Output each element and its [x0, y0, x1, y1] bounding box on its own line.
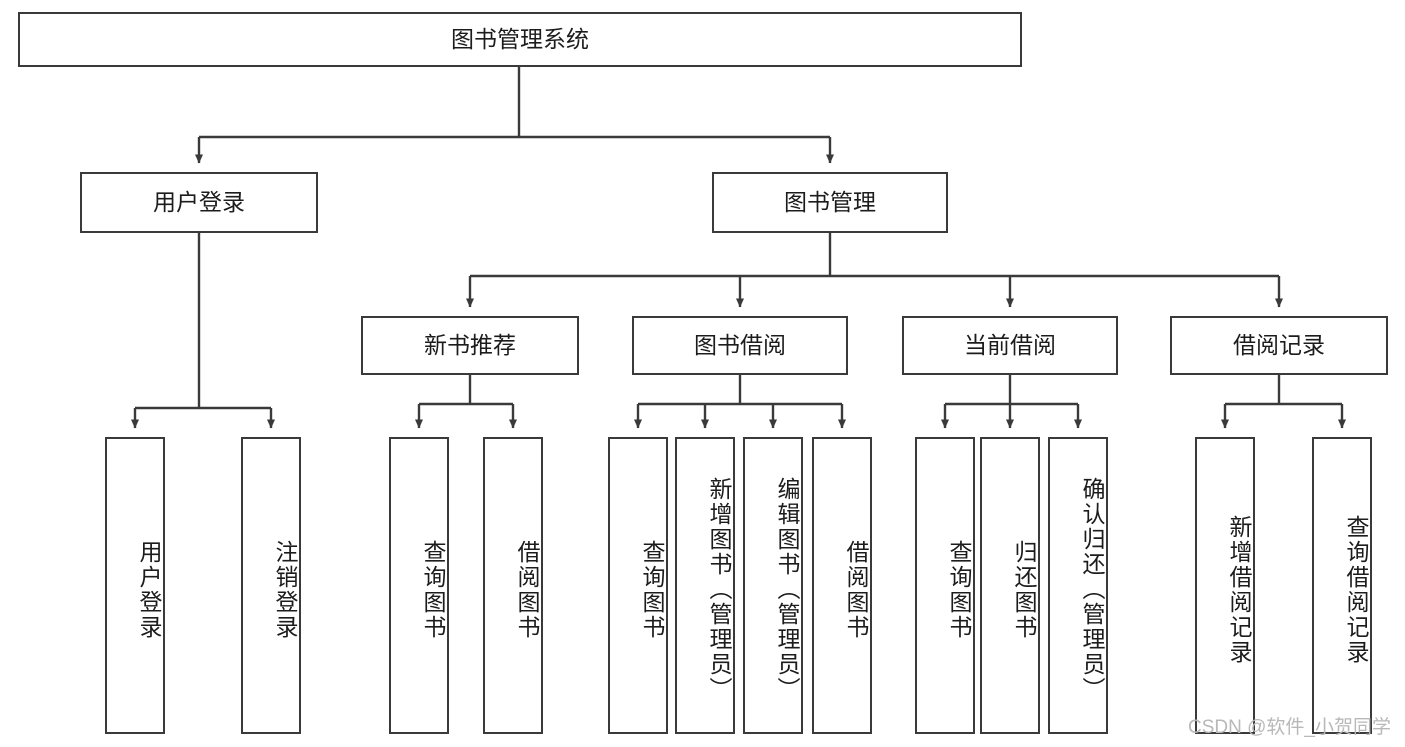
node-user-login-label: 用户登录	[153, 188, 245, 215]
node-leaf-confirm-return-admin-label: 确认归还（管理员）	[1079, 477, 1105, 702]
node-root-system-label: 图书管理系统	[451, 25, 589, 52]
node-leaf-borrow-book-2-label: 借阅图书	[843, 539, 869, 640]
node-current-borrow[interactable]: 当前借阅	[902, 316, 1118, 375]
node-current-borrow-label: 当前借阅	[964, 331, 1056, 358]
node-leaf-return-book-label: 归还图书	[1011, 539, 1037, 640]
node-leaf-query-book-1-label: 查询图书	[420, 539, 446, 640]
node-leaf-logout-login[interactable]: 注销登录	[241, 437, 301, 734]
node-new-book-recommend-label: 新书推荐	[424, 331, 516, 358]
node-leaf-borrow-book-1[interactable]: 借阅图书	[483, 437, 543, 734]
node-leaf-add-borrow-record[interactable]: 新增借阅记录	[1195, 437, 1255, 734]
node-leaf-query-borrow-record-label: 查询借阅记录	[1343, 514, 1369, 665]
node-leaf-logout-login-label: 注销登录	[272, 539, 298, 640]
node-leaf-user-login[interactable]: 用户登录	[105, 437, 165, 734]
node-book-management[interactable]: 图书管理	[712, 172, 948, 233]
node-leaf-query-book-2[interactable]: 查询图书	[608, 437, 668, 734]
node-book-management-label: 图书管理	[784, 188, 876, 215]
node-borrow-record[interactable]: 借阅记录	[1170, 316, 1388, 375]
watermark-credit: CSDN @软件_小贺同学	[1188, 717, 1391, 738]
node-leaf-query-borrow-record[interactable]: 查询借阅记录	[1312, 437, 1372, 734]
node-borrow-record-label: 借阅记录	[1233, 331, 1325, 358]
node-leaf-user-login-label: 用户登录	[136, 539, 162, 640]
node-book-borrow-label: 图书借阅	[694, 331, 786, 358]
node-leaf-edit-book-admin-label: 编辑图书（管理员）	[774, 477, 800, 702]
node-leaf-add-book-admin-label: 新增图书（管理员）	[706, 477, 732, 702]
node-leaf-query-book-3[interactable]: 查询图书	[915, 437, 975, 734]
node-leaf-confirm-return-admin[interactable]: 确认归还（管理员）	[1048, 437, 1108, 734]
node-leaf-query-book-3-label: 查询图书	[946, 539, 972, 640]
node-leaf-query-book-1[interactable]: 查询图书	[389, 437, 449, 734]
node-leaf-borrow-book-2[interactable]: 借阅图书	[812, 437, 872, 734]
node-leaf-add-book-admin[interactable]: 新增图书（管理员）	[675, 437, 735, 734]
node-user-login[interactable]: 用户登录	[80, 172, 318, 233]
node-leaf-return-book[interactable]: 归还图书	[980, 437, 1040, 734]
node-new-book-recommend[interactable]: 新书推荐	[361, 316, 579, 375]
node-leaf-edit-book-admin[interactable]: 编辑图书（管理员）	[743, 437, 803, 734]
node-leaf-add-borrow-record-label: 新增借阅记录	[1226, 514, 1252, 665]
node-root-system[interactable]: 图书管理系统	[18, 12, 1022, 67]
node-leaf-borrow-book-1-label: 借阅图书	[514, 539, 540, 640]
node-leaf-query-book-2-label: 查询图书	[639, 539, 665, 640]
node-book-borrow[interactable]: 图书借阅	[632, 316, 848, 375]
